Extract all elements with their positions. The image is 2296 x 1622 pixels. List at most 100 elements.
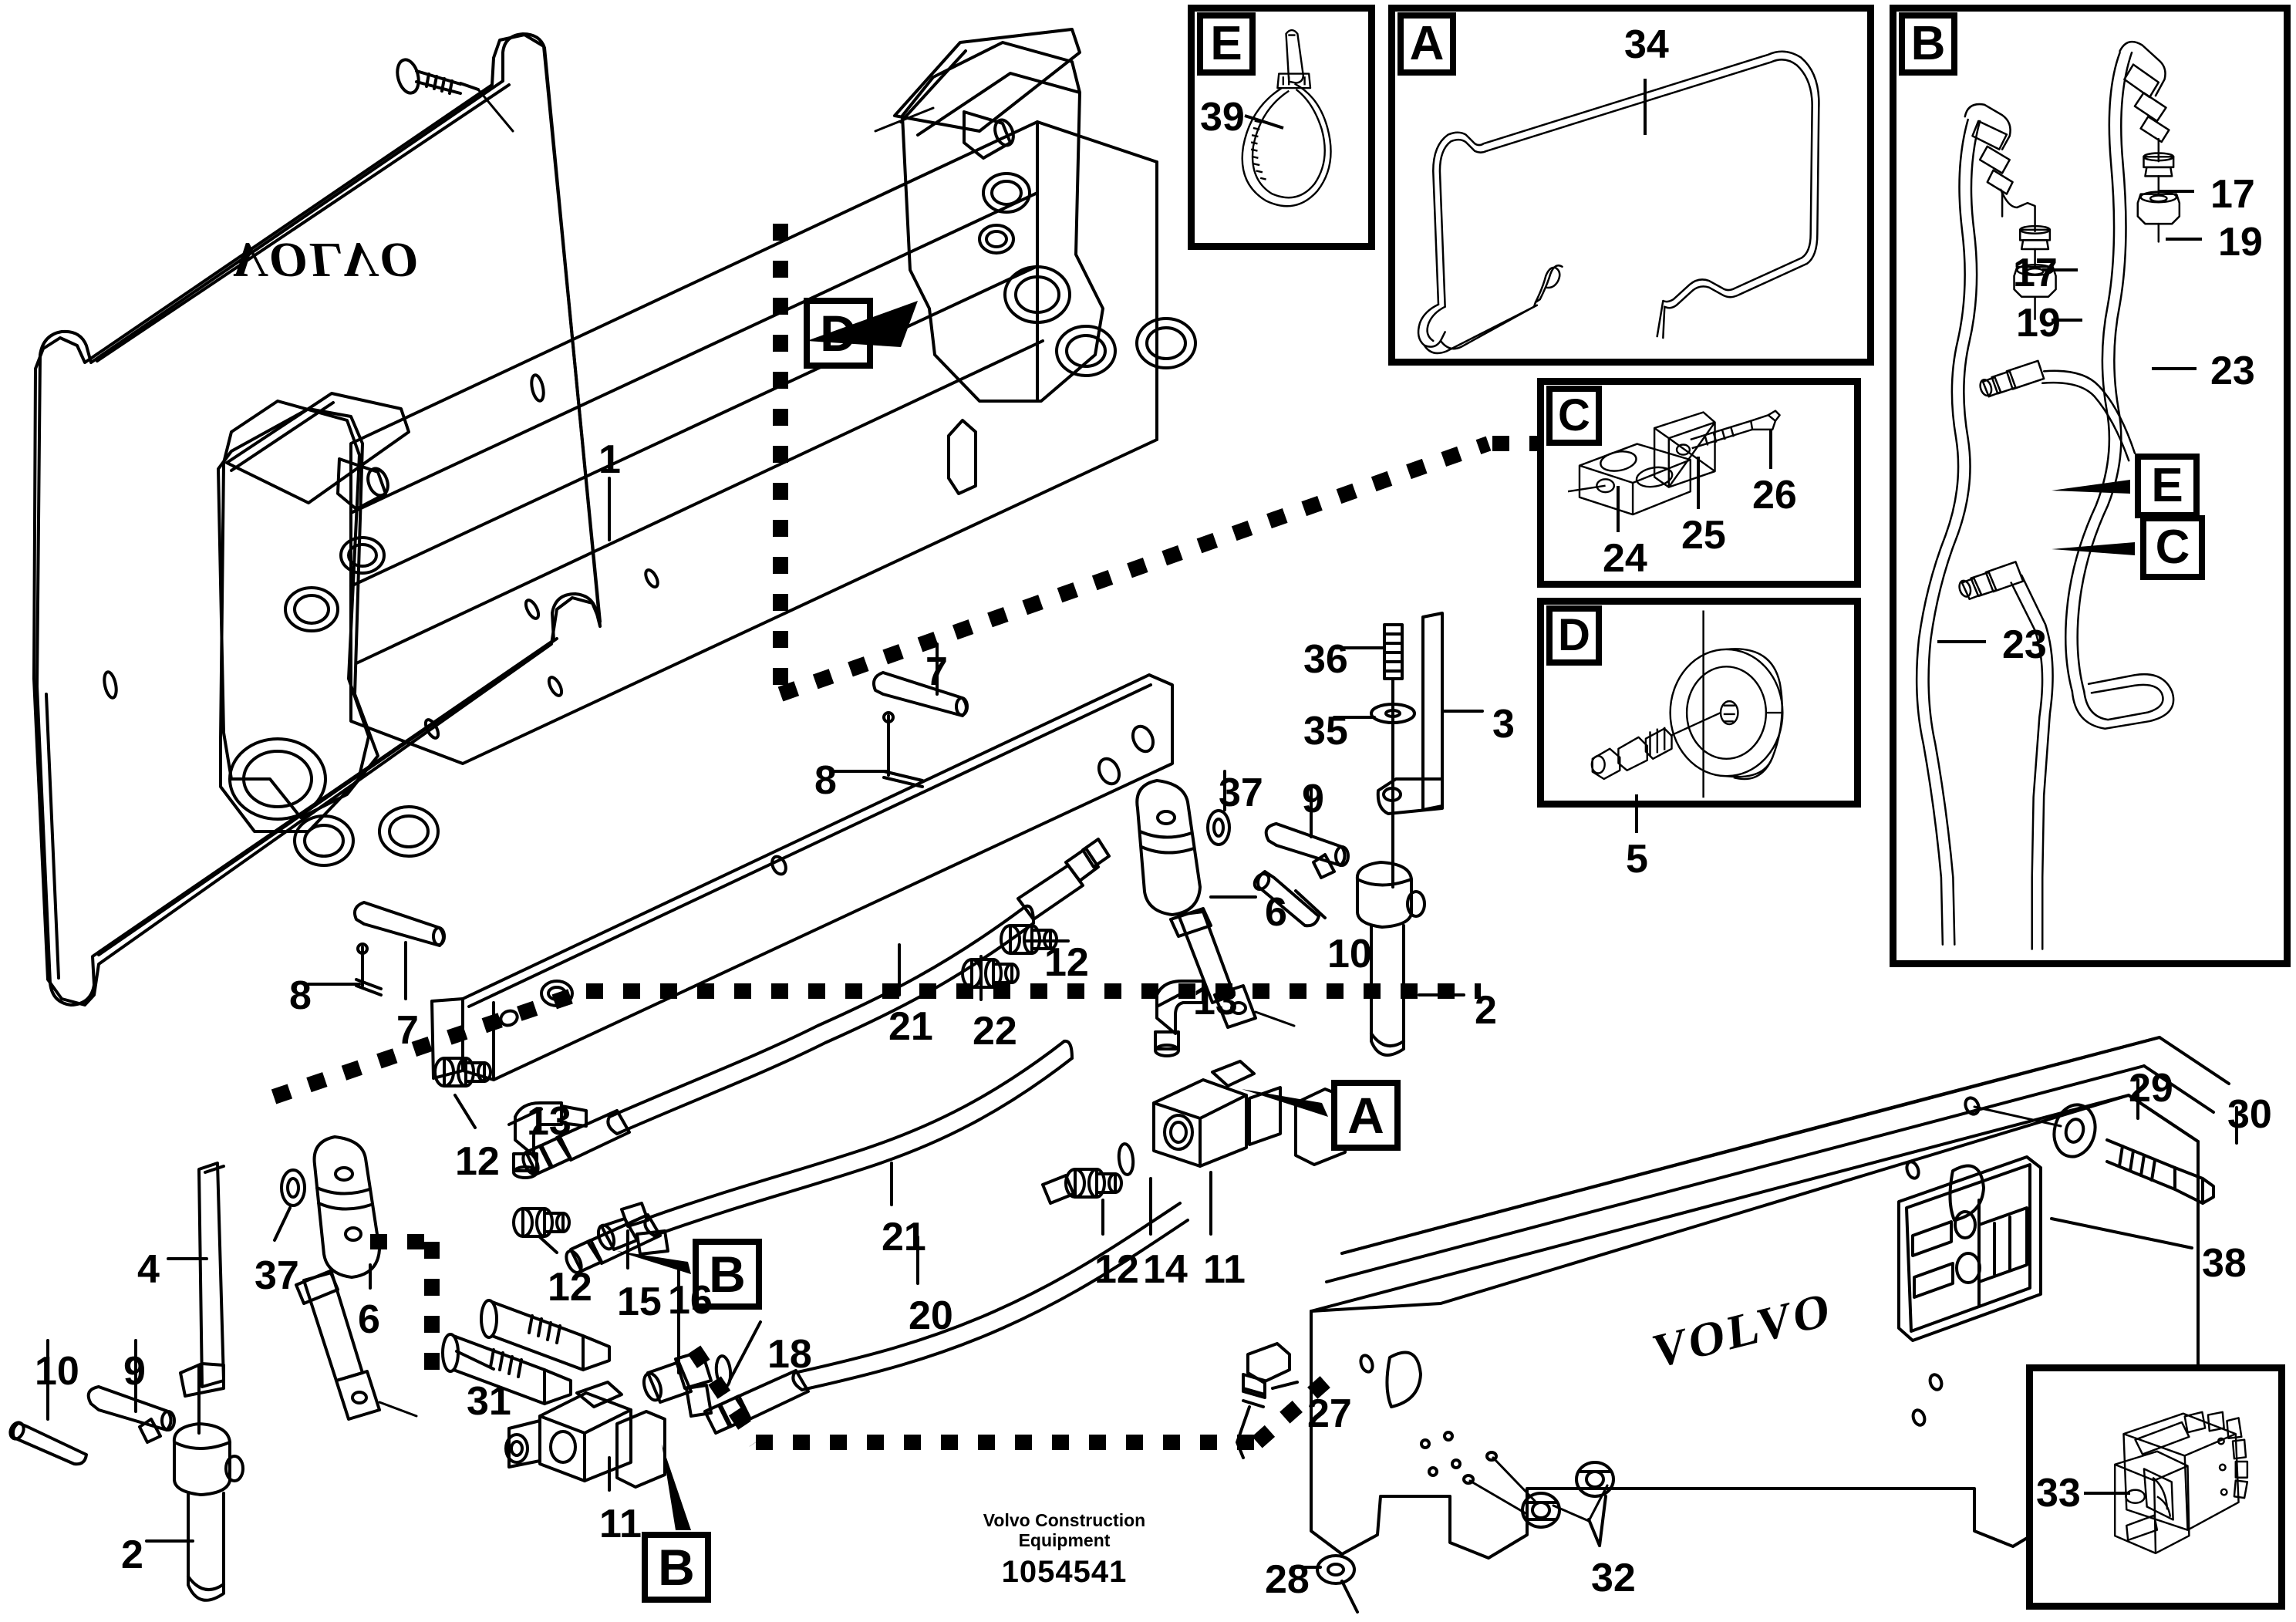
grease-nipple-art <box>1590 610 1784 798</box>
rocker-switch-art <box>2113 1411 2249 1555</box>
volvo-side-cover <box>1310 1036 2230 1560</box>
ref-marker-d-upper: D <box>804 298 873 369</box>
callout-3-rod: 3 <box>1492 702 1515 747</box>
callout-29-washer: 29 <box>2129 1066 2173 1111</box>
adapter-16 <box>642 1350 713 1418</box>
ref-marker-b-mid: B <box>693 1239 762 1310</box>
cylinder-6-lower <box>295 1135 418 1421</box>
detail-panel-a-letter: A <box>1397 12 1456 76</box>
detail-panel-e-letter: E <box>1197 12 1256 76</box>
footer-block: Volvo Construction Equipment 1054541 <box>902 1510 1226 1590</box>
hose-21-ferrule-right <box>1017 838 1111 921</box>
elbow-13-upper <box>1154 980 1205 1057</box>
callout-14-seal-ring: 14 <box>1143 1247 1188 1292</box>
callout-38-decal: 38 <box>2202 1241 2247 1286</box>
pin-10-lower <box>8 1421 88 1466</box>
callout-5-grease-nipple: 5 <box>1626 837 1648 882</box>
callout-8-cotter-pin-left: 8 <box>289 973 312 1018</box>
lock-pin-2-lower <box>172 1365 244 1602</box>
callout-7-pin-left: 7 <box>396 1008 419 1053</box>
callout-36-bolt: 36 <box>1303 637 1348 682</box>
cover-plate-bolt <box>396 58 480 95</box>
cotter-pin-8-upper <box>882 711 924 788</box>
fitting-12-lower <box>512 1207 571 1238</box>
detail-panel-a <box>1388 5 1874 366</box>
quick-coupler-right-arm <box>874 28 1197 495</box>
washer-28 <box>1316 1554 1359 1614</box>
hose-22 <box>643 1039 1074 1237</box>
pin-7-upper <box>872 671 969 717</box>
hose-fittings-art <box>1915 40 2181 950</box>
hole-32-b <box>1462 1474 1475 1485</box>
detail-panel-b-letter: B <box>1899 12 1957 76</box>
callout-22-hose: 22 <box>973 1009 1017 1054</box>
volvo-brand-top-plate: VOLVO <box>228 233 425 288</box>
callout-12-fitting-lower: 12 <box>548 1265 592 1310</box>
ref-marker-b-lower: B <box>642 1532 711 1603</box>
cotter-pin-8-left <box>355 943 383 996</box>
detail-panel-switch <box>2026 1364 2285 1610</box>
callout-33-rocker-switch: 33 <box>2036 1471 2081 1516</box>
ref-marker-e-in-b: E <box>2135 454 2200 518</box>
hose-20-ferrule-left <box>703 1369 810 1435</box>
bolt-27 <box>1236 1342 1291 1459</box>
callout-21-hose-upper: 21 <box>888 1004 933 1049</box>
callout-21-hose-lower: 21 <box>882 1215 926 1259</box>
decal-plate-38 <box>1897 1155 2042 1342</box>
callout-23-hose-lower: 23 <box>2002 622 2047 667</box>
washer-37-lower <box>280 1168 306 1207</box>
callout-32-nut: 32 <box>1591 1556 1636 1600</box>
leader-lines <box>46 477 2238 1569</box>
assembly-dashed-path-mid <box>271 983 1481 1104</box>
callout-13-elbow-upper: 13 <box>1193 979 1238 1023</box>
assembly-dashed-path-lower <box>370 1234 1332 1450</box>
rod-3-assembly <box>1370 612 1444 889</box>
lock-pin-2-upper <box>1355 861 1426 1057</box>
callout-13-elbow-left: 13 <box>527 1099 571 1144</box>
callout-17-bushing-right: 17 <box>2210 172 2255 217</box>
hole-32-a <box>1485 1451 1498 1462</box>
bolt-31-b <box>480 1299 611 1371</box>
callout-7-pin-upper: 7 <box>925 649 948 694</box>
nut-32-b <box>1575 1461 1615 1498</box>
callout-19-nut-right: 19 <box>2218 220 2263 265</box>
callout-10-pin-lower: 10 <box>35 1349 79 1394</box>
main-beam-1 <box>349 120 1158 765</box>
callout-10-pin-upper: 10 <box>1327 932 1372 976</box>
washer-37-upper <box>1206 809 1231 846</box>
callout-25-clamp-plate: 25 <box>1681 513 1726 558</box>
callout-9-pin-lower: 9 <box>123 1349 146 1394</box>
callout-11-valve-block-lower: 11 <box>599 1502 642 1546</box>
seal-ring-14 <box>1117 1142 1135 1176</box>
callout-24-clamp-block: 24 <box>1603 536 1647 581</box>
pin-9-lower <box>86 1385 176 1444</box>
valve-block-11-upper <box>1152 1060 1347 1168</box>
bolt-31-a <box>441 1333 572 1405</box>
callout-12-fitting-mid: 12 <box>1094 1247 1139 1292</box>
pin-9-upper <box>1264 822 1350 879</box>
callout-12-fitting-upper: 12 <box>1044 940 1089 985</box>
assembly-dashed-path-upper <box>773 224 1492 702</box>
fitting-12-b <box>961 958 1020 989</box>
cylinder-6-upper <box>1135 779 1296 1029</box>
cable-tie-art <box>1241 29 1332 207</box>
cover-plate-1: V <box>35 32 602 1007</box>
footer-company-line1: Volvo Construction <box>983 1510 1146 1530</box>
callout-35-washer: 35 <box>1303 709 1348 754</box>
pin-10-upper <box>1253 870 1320 928</box>
mounting-plate-center <box>430 673 1174 1081</box>
callout-9-pin-upper: 9 <box>1302 777 1324 821</box>
hose-21-upper <box>606 904 1035 1135</box>
callout-15-tee-fitting: 15 <box>617 1280 662 1324</box>
cover-plate-bolt-leader <box>477 88 514 133</box>
callout-37-washer-upper: 37 <box>1219 771 1263 815</box>
clamp-block-art <box>1567 410 1781 516</box>
callout-1-attachment-frame: 1 <box>598 437 621 482</box>
callout-4-bracket: 4 <box>137 1247 160 1292</box>
callout-31-bolt: 31 <box>467 1379 511 1424</box>
callout-6-cylinder-lower: 6 <box>358 1297 380 1342</box>
seal-ring-18 <box>714 1354 733 1388</box>
footer-company-line2: Equipment <box>1018 1530 1111 1551</box>
quick-coupler-frame <box>217 392 440 867</box>
